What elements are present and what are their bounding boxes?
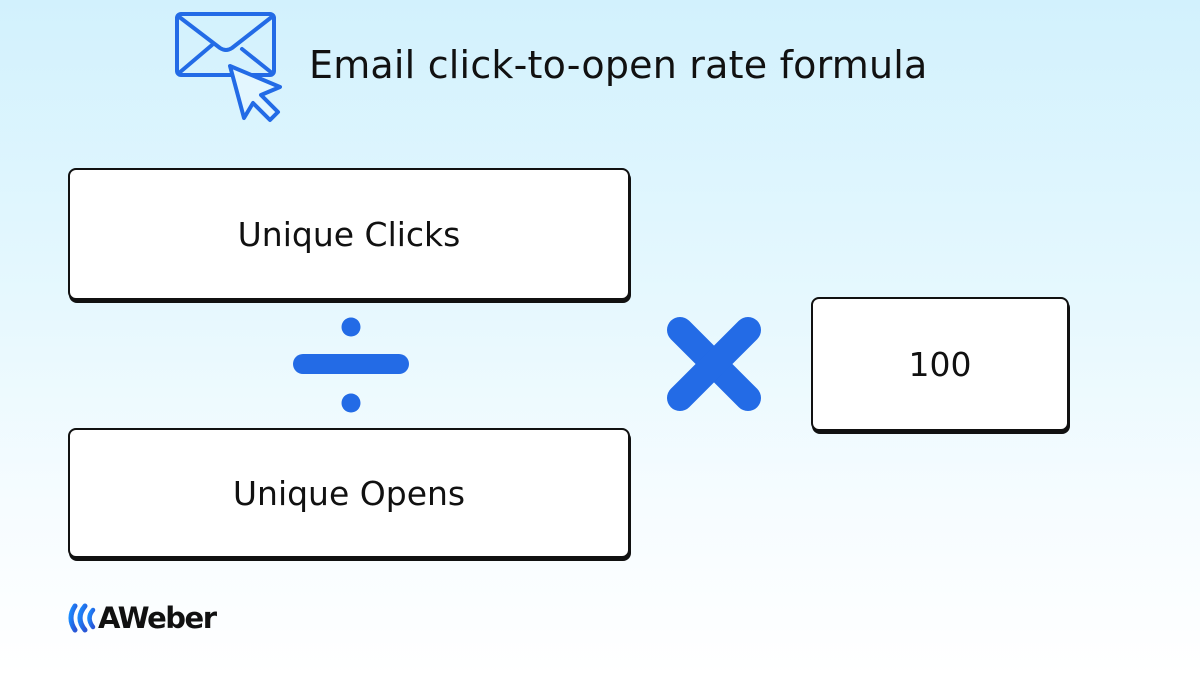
divide-icon	[290, 312, 412, 416]
numerator-box: Unique Clicks	[68, 168, 630, 300]
brand-logo: AWeber	[66, 600, 217, 636]
aweber-wave-icon	[66, 602, 100, 634]
numerator-label: Unique Clicks	[237, 214, 461, 254]
brand-name: AWeber	[98, 601, 217, 635]
page-title: Email click-to-open rate formula	[309, 43, 928, 87]
multiply-icon	[662, 312, 766, 416]
multiplier-value: 100	[908, 344, 972, 384]
denominator-label: Unique Opens	[232, 473, 466, 513]
multiplier-box: 100	[811, 297, 1069, 431]
denominator-box: Unique Opens	[68, 428, 630, 558]
email-click-icon	[172, 8, 288, 124]
